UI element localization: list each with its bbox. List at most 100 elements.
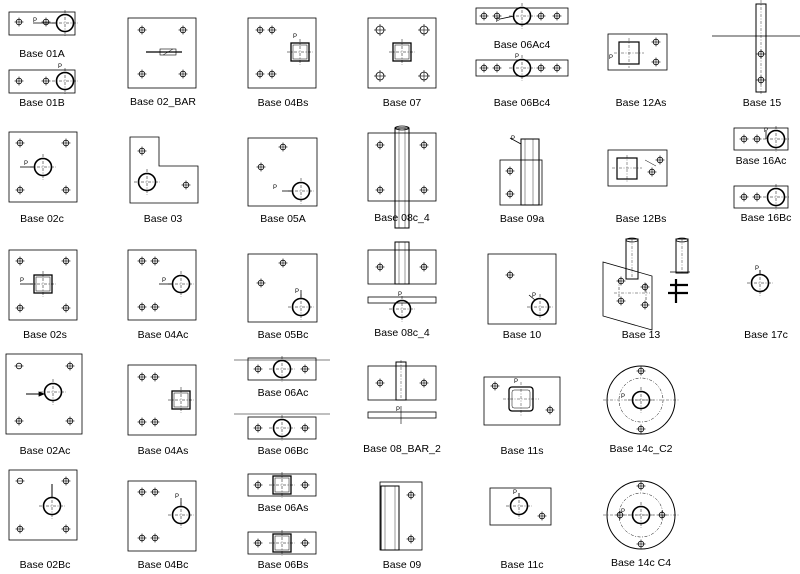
plate-base-17c xyxy=(746,269,774,297)
label-base-08c4-a: Base 08c_4 xyxy=(374,212,430,224)
p-marker: P xyxy=(621,394,625,400)
label-base-05bc: Base 05Bc xyxy=(257,329,309,341)
plate-base-02-bar xyxy=(127,17,197,89)
plate-base-13 xyxy=(602,237,690,331)
label-base-09a: Base 09a xyxy=(499,213,545,225)
plate-base-16bc xyxy=(733,183,790,211)
label-base-12bs: Base 12Bs xyxy=(615,213,667,225)
label-base-04ac: Base 04Ac xyxy=(137,329,189,341)
p-marker: P xyxy=(293,34,297,40)
label-base-02c: Base 02c xyxy=(20,213,64,225)
plate-base-02s xyxy=(8,249,78,321)
plate-base-06ac xyxy=(234,355,330,383)
plate-base-12as xyxy=(607,33,668,71)
plate-base-06bs xyxy=(247,529,317,557)
plate-base-09a xyxy=(499,137,543,206)
plate-base-03 xyxy=(129,136,199,204)
label-base-01b: Base 01B xyxy=(19,97,65,109)
label-base-04as: Base 04As xyxy=(137,445,189,457)
plate-base-09 xyxy=(379,481,423,551)
p-marker: P xyxy=(295,289,299,295)
label-base-14c-c2: Base 14c_C2 xyxy=(609,443,673,455)
label-base-15: Base 15 xyxy=(742,97,782,109)
label-base-11c: Base 11c xyxy=(500,559,544,571)
label-base-03: Base 03 xyxy=(143,213,183,225)
p-marker: P xyxy=(532,293,536,299)
label-base-14c-c4: Base 14c C4 xyxy=(610,557,672,569)
plate-base-01a xyxy=(8,9,79,37)
p-marker: P xyxy=(764,128,768,134)
plate-base-16ac xyxy=(733,125,790,153)
plate-base-06bc xyxy=(234,413,330,442)
plate-base-10 xyxy=(487,253,557,325)
label-base-16ac: Base 16Ac xyxy=(735,155,787,167)
plate-base-06as xyxy=(247,471,317,499)
label-base-09: Base 09 xyxy=(382,559,422,571)
plate-base-08c4-b xyxy=(367,241,437,323)
label-base-06bc: Base 06Bc xyxy=(257,445,309,457)
plate-base-14c-c4 xyxy=(603,480,679,550)
p-marker: P xyxy=(24,161,28,167)
label-base-06ac4: Base 06Ac4 xyxy=(493,39,551,51)
label-base-08-bar-2: Base 08_BAR_2 xyxy=(363,443,441,455)
label-base-13: Base 13 xyxy=(621,329,661,341)
label-base-10: Base 10 xyxy=(502,329,542,341)
plate-base-02bc xyxy=(8,469,78,541)
label-base-11s: Base 11s xyxy=(500,445,544,457)
label-base-08c4-b: Base 08c_4 xyxy=(374,327,430,339)
plate-base-08-bar-2 xyxy=(367,360,437,424)
label-base-02bc: Base 02Bc xyxy=(19,559,71,571)
plate-base-04bs xyxy=(247,17,317,89)
label-base-07: Base 07 xyxy=(382,97,422,109)
label-base-06as: Base 06As xyxy=(257,502,309,514)
p-marker: P xyxy=(755,266,759,272)
p-marker: P xyxy=(33,18,37,24)
p-marker: P xyxy=(58,64,62,70)
p-marker: P xyxy=(621,509,625,515)
plate-base-01b xyxy=(8,67,79,95)
label-base-04bc: Base 04Bc xyxy=(137,559,189,571)
plate-base-15 xyxy=(712,0,800,95)
label-base-02ac: Base 02Ac xyxy=(19,445,71,457)
p-marker: P xyxy=(175,494,179,500)
label-base-01a: Base 01A xyxy=(19,48,65,60)
plate-base-02ac xyxy=(5,353,83,435)
label-base-05a: Base 05A xyxy=(260,213,306,225)
p-marker: P xyxy=(511,136,515,142)
plate-base-11c xyxy=(489,487,552,526)
p-marker: P xyxy=(398,292,402,298)
label-base-12as: Base 12As xyxy=(615,97,667,109)
p-marker: P xyxy=(513,490,517,496)
p-marker: P xyxy=(609,55,613,61)
label-base-17c: Base 17c xyxy=(744,329,788,341)
p-marker: P xyxy=(515,54,519,60)
plate-base-05bc xyxy=(247,253,318,323)
plate-base-08c4-a xyxy=(367,125,437,229)
p-markers: P P P P P P P P P P P P P P P P P P P P … xyxy=(20,18,768,515)
p-marker: P xyxy=(514,379,518,385)
plate-base-02c xyxy=(8,131,78,203)
plate-base-04ac xyxy=(127,249,197,321)
label-base-02s: Base 02s xyxy=(23,329,67,341)
p-marker: P xyxy=(273,185,277,191)
p-marker: P xyxy=(496,18,500,24)
plate-base-04bc xyxy=(127,480,197,552)
plate-base-04as xyxy=(127,364,197,436)
plate-base-06ac4 xyxy=(475,2,569,30)
plate-base-05a xyxy=(247,137,318,207)
label-base-02-bar: Base 02_BAR xyxy=(130,96,196,108)
plate-base-12bs xyxy=(607,149,668,187)
plate-base-11s xyxy=(483,376,561,426)
p-marker: P xyxy=(162,278,166,284)
label-base-04bs: Base 04Bs xyxy=(257,97,309,109)
p-marker: P xyxy=(20,278,24,284)
plate-base-07 xyxy=(367,17,437,89)
label-base-06bs: Base 06Bs xyxy=(257,559,309,571)
label-base-06bc4: Base 06Bc4 xyxy=(493,97,551,109)
plate-base-14c-c2 xyxy=(603,365,679,435)
plate-base-06bc4 xyxy=(475,54,569,82)
label-base-06ac: Base 06Ac xyxy=(257,387,309,399)
